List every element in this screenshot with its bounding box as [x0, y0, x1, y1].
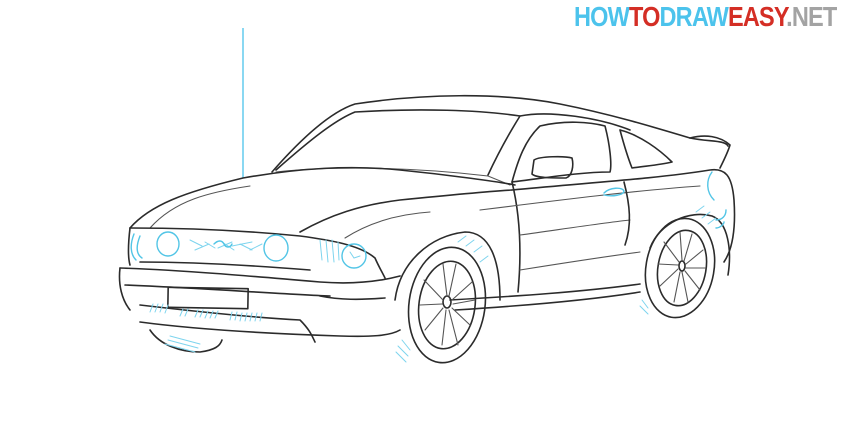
- logo-to: TO: [628, 1, 660, 32]
- site-logo: HOWTODRAWEASY.NET: [574, 1, 837, 33]
- logo-net: .NET: [786, 1, 837, 32]
- logo-how: HOW: [574, 1, 630, 32]
- logo-draw: DRAW: [659, 1, 729, 32]
- logo-easy: EASY: [728, 1, 787, 32]
